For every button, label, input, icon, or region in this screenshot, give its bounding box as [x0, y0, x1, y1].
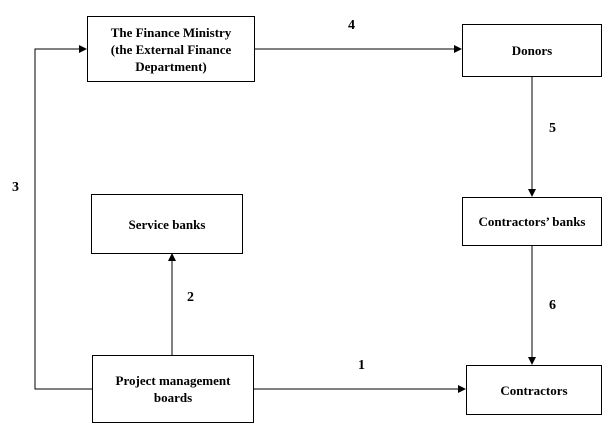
- edge-label-3: 3: [12, 180, 19, 195]
- edge-label-5: 5: [549, 121, 556, 136]
- finance-ministry-label: The Finance Ministry (the External Finan…: [110, 24, 232, 74]
- project-management-boards-label: Project management boards: [115, 373, 231, 405]
- donors-label: Donors: [511, 43, 553, 58]
- finance-ministry-box: The Finance Ministry (the External Finan…: [87, 16, 255, 82]
- edge-label-4: 4: [348, 18, 355, 33]
- service-banks-label: Service banks: [128, 216, 206, 232]
- edge-label-6: 6: [549, 298, 556, 313]
- edge-label-1: 1: [358, 358, 365, 373]
- donors-box: Donors: [462, 24, 602, 77]
- contractors-label: Contractors: [500, 382, 568, 398]
- contractors-banks-label: Contractors’ banks: [478, 214, 586, 229]
- arrow-pmb-to-finance-ministry: [34, 45, 92, 390]
- edge-label-2: 2: [187, 290, 194, 305]
- service-banks-box: Service banks: [91, 194, 243, 254]
- contractors-banks-box: Contractors’ banks: [462, 197, 602, 246]
- contractors-box: Contractors: [466, 365, 602, 415]
- project-management-boards-box: Project management boards: [92, 355, 254, 423]
